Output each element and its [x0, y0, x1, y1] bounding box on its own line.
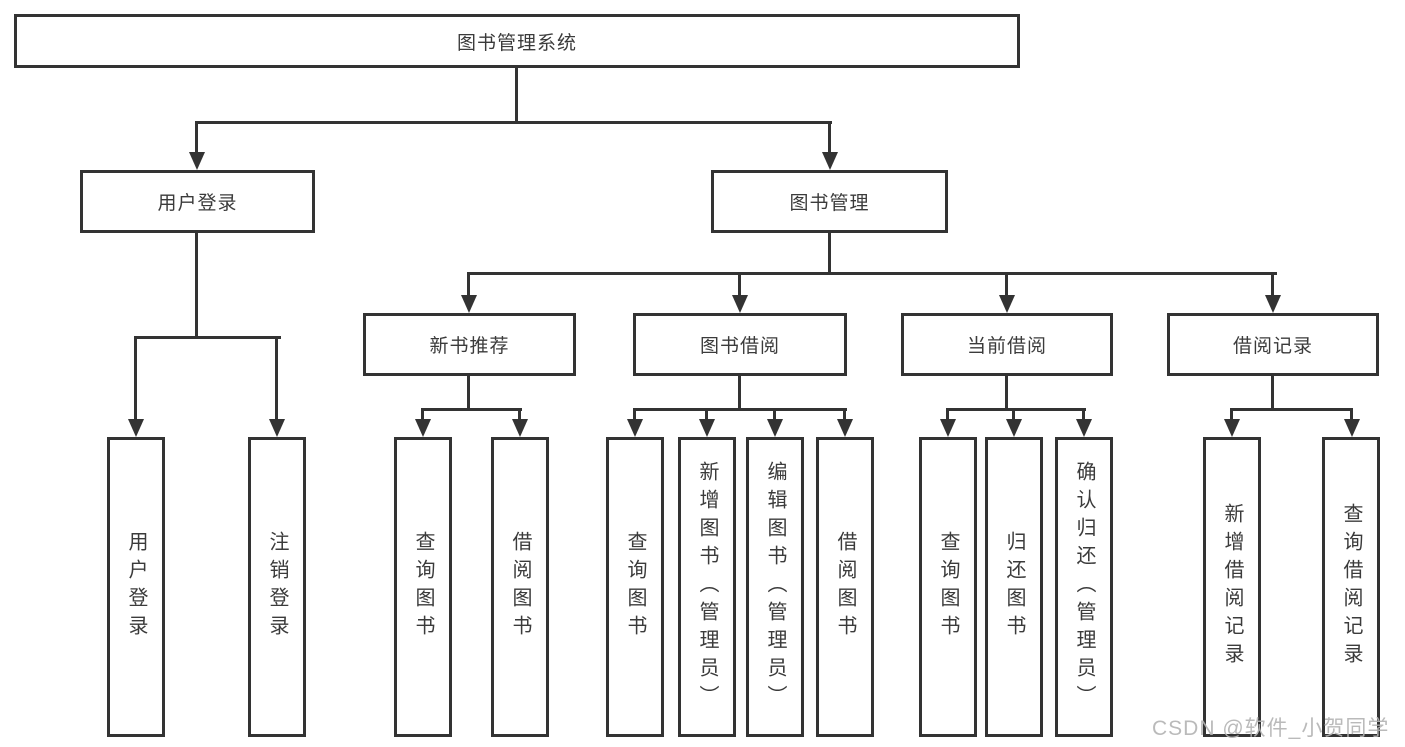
leaf-confirm-return-admin-label: 确认归还（管理员） — [1073, 461, 1095, 713]
arrowhead-user-login — [189, 152, 205, 170]
node-new-book-recommend: 新书推荐 — [363, 313, 576, 376]
connector-to-book-borrow — [738, 272, 741, 300]
connector-borrow-records-stem — [1271, 376, 1274, 411]
leaf-borrow-books: 借阅图书 — [816, 437, 874, 737]
leaf-add-books-admin: 新增图书（管理员） — [678, 437, 736, 737]
arrowhead-borrow-records — [1265, 295, 1281, 313]
leaf-logout-label: 注销登录 — [266, 531, 288, 643]
connector-new-book-distributor — [421, 408, 522, 411]
leaf-query-borrow-record: 查询借阅记录 — [1322, 437, 1380, 737]
leaf-edit-books-admin-label: 编辑图书（管理员） — [764, 461, 786, 713]
leaf-recommend-query-books: 查询图书 — [394, 437, 452, 737]
arrowhead-logout-leaf — [269, 419, 285, 437]
connector-book-management-distributor — [467, 272, 1277, 275]
arrowhead-e1 — [1224, 419, 1240, 437]
arrowhead-c3 — [767, 419, 783, 437]
connector-to-d1 — [946, 408, 949, 424]
leaf-recommend-query-books-label: 查询图书 — [412, 531, 434, 643]
arrowhead-current-borrow — [999, 295, 1015, 313]
connector-to-d2 — [1012, 408, 1015, 424]
connector-book-borrow-stem — [738, 376, 741, 411]
connector-to-logout-leaf — [275, 336, 278, 424]
node-book-borrow-label: 图书借阅 — [699, 336, 780, 357]
leaf-confirm-return-admin: 确认归还（管理员） — [1055, 437, 1113, 737]
arrowhead-b2 — [512, 419, 528, 437]
node-book-management-label: 图书管理 — [789, 193, 870, 214]
arrowhead-c2 — [699, 419, 715, 437]
connector-to-b1 — [421, 408, 424, 424]
connector-book-borrow-distributor — [633, 408, 847, 411]
leaf-edit-books-admin: 编辑图书（管理员） — [746, 437, 804, 737]
node-library-system-label: 图书管理系统 — [456, 32, 577, 54]
leaf-borrow-query-books-label: 查询图书 — [624, 531, 646, 643]
leaf-add-books-admin-label: 新增图书（管理员） — [696, 461, 718, 713]
leaf-user-login-label: 用户登录 — [125, 531, 147, 643]
connector-to-borrow-records — [1271, 272, 1274, 300]
connector-to-c2 — [705, 408, 708, 424]
arrowhead-e2 — [1344, 419, 1360, 437]
leaf-recommend-borrow-books-label: 借阅图书 — [509, 531, 531, 643]
node-borrow-records-label: 借阅记录 — [1232, 336, 1313, 357]
connector-user-login-stem — [195, 233, 198, 339]
leaf-recommend-borrow-books: 借阅图书 — [491, 437, 549, 737]
connector-to-b2 — [518, 408, 521, 424]
connector-to-user-login — [195, 121, 198, 156]
leaf-current-query-books-label: 查询图书 — [937, 531, 959, 643]
connector-book-management-stem — [828, 233, 831, 275]
connector-to-current-borrow — [1005, 272, 1008, 300]
connector-current-borrow-distributor — [946, 408, 1086, 411]
connector-to-e1 — [1230, 408, 1233, 424]
node-user-login-label: 用户登录 — [157, 193, 238, 214]
leaf-current-query-books: 查询图书 — [919, 437, 977, 737]
arrowhead-book-borrow — [732, 295, 748, 313]
leaf-borrow-query-books: 查询图书 — [606, 437, 664, 737]
leaf-return-books: 归还图书 — [985, 437, 1043, 737]
node-borrow-records: 借阅记录 — [1167, 313, 1379, 376]
leaf-return-books-label: 归还图书 — [1003, 531, 1025, 643]
arrowhead-new-book — [461, 295, 477, 313]
connector-root-distributor — [195, 121, 832, 124]
connector-new-book-stem — [467, 376, 470, 411]
node-user-login: 用户登录 — [80, 170, 315, 233]
arrowhead-d1 — [940, 419, 956, 437]
leaf-logout: 注销登录 — [248, 437, 306, 737]
node-new-book-recommend-label: 新书推荐 — [429, 336, 510, 357]
leaf-add-borrow-record: 新增借阅记录 — [1203, 437, 1261, 737]
connector-to-book-management — [828, 121, 831, 156]
connector-to-e2 — [1350, 408, 1353, 424]
connector-to-new-book — [467, 272, 470, 300]
node-library-system: 图书管理系统 — [14, 14, 1020, 68]
node-current-borrow-label: 当前借阅 — [966, 336, 1047, 357]
connector-root-stem — [515, 68, 518, 124]
node-current-borrow: 当前借阅 — [901, 313, 1113, 376]
leaf-user-login: 用户登录 — [107, 437, 165, 737]
arrowhead-c4 — [837, 419, 853, 437]
arrowhead-d3 — [1076, 419, 1092, 437]
connector-user-login-distributor — [134, 336, 281, 339]
connector-current-borrow-stem — [1005, 376, 1008, 411]
connector-to-c3 — [773, 408, 776, 424]
connector-borrow-records-distributor — [1230, 408, 1353, 411]
arrowhead-c1 — [627, 419, 643, 437]
arrowhead-b1 — [415, 419, 431, 437]
leaf-borrow-books-label: 借阅图书 — [834, 531, 856, 643]
leaf-query-borrow-record-label: 查询借阅记录 — [1340, 503, 1362, 671]
node-book-borrow: 图书借阅 — [633, 313, 847, 376]
node-book-management: 图书管理 — [711, 170, 948, 233]
connector-to-login-leaf — [134, 336, 137, 424]
arrowhead-login-leaf — [128, 419, 144, 437]
arrowhead-book-management — [822, 152, 838, 170]
arrowhead-d2 — [1006, 419, 1022, 437]
leaf-add-borrow-record-label: 新增借阅记录 — [1221, 503, 1243, 671]
csdn-watermark: CSDN @软件_小贺同学 — [1152, 717, 1390, 740]
connector-to-d3 — [1082, 408, 1085, 424]
connector-to-c1 — [633, 408, 636, 424]
connector-to-c4 — [843, 408, 846, 424]
